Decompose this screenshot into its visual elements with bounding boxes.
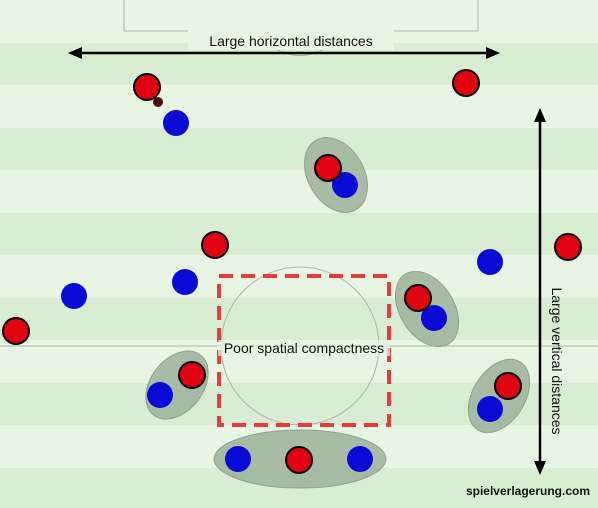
red-player [554, 233, 582, 261]
arrowhead-up-icon [534, 108, 546, 122]
blue-player [477, 396, 503, 422]
blue-player [225, 446, 251, 472]
red-player [201, 231, 229, 259]
red-player [314, 154, 342, 182]
red-player [494, 372, 522, 400]
arrowhead-down-icon [534, 461, 546, 475]
red-player [404, 284, 432, 312]
blue-player [347, 446, 373, 472]
blue-team [61, 110, 503, 472]
watermark: spielverlagerung.com [466, 484, 590, 498]
arrowhead-left-icon [68, 47, 82, 59]
red-player [285, 446, 313, 474]
red-player [2, 317, 30, 345]
compactness-label: Poor spatial compactness [224, 340, 384, 356]
red-team [2, 69, 582, 474]
horizontal-distance-annotation: Large horizontal distances [68, 30, 500, 59]
vertical-distance-annotation: Large vertical distances [534, 108, 565, 475]
blue-player [332, 172, 358, 198]
blue-player [147, 382, 173, 408]
blue-player [163, 110, 189, 136]
red-player [133, 73, 161, 101]
arrowhead-right-icon [486, 47, 500, 59]
ball-icon [153, 97, 163, 107]
blue-player [61, 283, 87, 309]
horizontal-distance-label: Large horizontal distances [209, 33, 372, 49]
red-player [178, 361, 206, 389]
compactness-zone: Poor spatial compactness [217, 274, 391, 427]
blue-player [421, 305, 447, 331]
blue-player [172, 269, 198, 295]
vertical-distance-label: Large vertical distances [549, 287, 565, 434]
red-player [452, 69, 480, 97]
blue-player [477, 249, 503, 275]
